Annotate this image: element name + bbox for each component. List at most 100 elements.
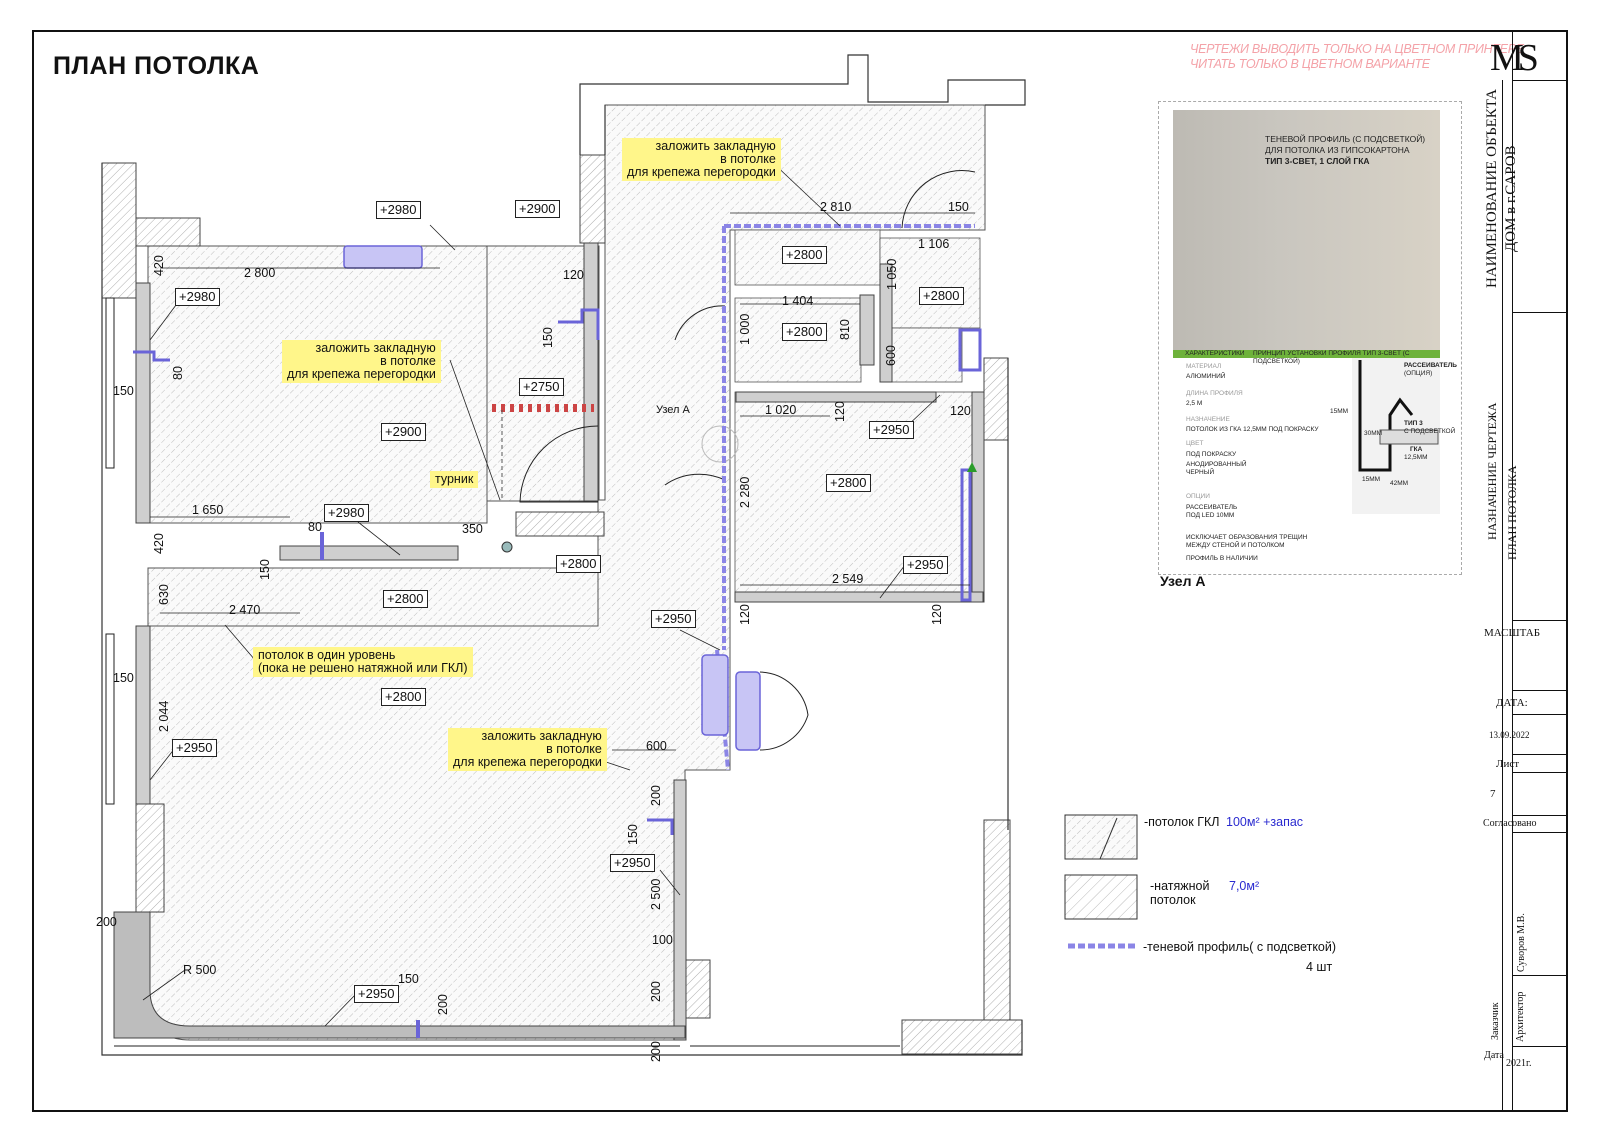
- legend-swatches: [1064, 814, 1138, 949]
- level-mark: +2900: [515, 200, 560, 218]
- logo: MS: [1490, 37, 1539, 79]
- level-mark: +2800: [556, 555, 601, 573]
- spec-head: ПРИНЦИП УСТАНОВКИ ПРОФИЛЯ ТИП 3-СВЕТ (С …: [1253, 350, 1410, 365]
- legend-profile-label: -теневой профиль( с подсветкой): [1143, 940, 1337, 954]
- node-a-caption: Узел А: [1160, 573, 1206, 589]
- leader-lines: [142, 159, 975, 1027]
- diagram-label: ТИП 3: [1404, 420, 1423, 427]
- legend-gkl-label: -потолок ГКЛ: [1144, 815, 1220, 829]
- tb-divider: [1512, 975, 1568, 976]
- dimension: 1 650: [192, 503, 224, 517]
- dimension: 2 810: [820, 200, 852, 214]
- level-mark: +2900: [381, 423, 426, 441]
- note-embed-1-line: в потолке: [720, 152, 776, 166]
- diagram-measure: 15ММ: [1330, 408, 1349, 415]
- dimension: 120: [563, 268, 584, 282]
- tb-divider: [1512, 620, 1568, 621]
- level-mark: +2800: [826, 474, 871, 492]
- spec-label: НАЗНАЧЕНИЕ: [1186, 416, 1230, 423]
- architect-name: Суворов М.В.: [1516, 913, 1527, 972]
- note-embed-3-line: заложить закладную: [481, 729, 602, 743]
- level-mark: +2950: [869, 421, 914, 439]
- spec-value: ПОД LED 10ММ: [1186, 512, 1235, 519]
- approved-label: Согласовано: [1483, 818, 1537, 829]
- dimension: 100: [652, 933, 673, 947]
- legend-gkl-area: 100м² +запас: [1226, 815, 1304, 829]
- diagram-measure: 15ММ: [1362, 476, 1381, 483]
- note-ceiling-line: потолок в один уровень: [258, 648, 396, 662]
- spec-value: РАССЕИВАТЕЛЬ: [1186, 504, 1238, 511]
- dimension: 420: [152, 255, 166, 276]
- object-label: НАИМЕНОВАНИЕ ОБЪЕКТА: [1484, 88, 1500, 288]
- node-a-label: Узел А: [656, 404, 690, 416]
- legend-stretch-area: 7,0м²: [1229, 879, 1260, 893]
- spec-value: 2,5 М: [1186, 400, 1203, 407]
- ceiling-areas: [147, 104, 986, 1041]
- marker-triangle-icon: [967, 462, 977, 472]
- dimension: 350: [462, 522, 483, 536]
- dimension: 120: [950, 404, 971, 418]
- tb-divider: [1512, 815, 1568, 816]
- outer-outline: [101, 54, 1026, 1056]
- spec-header-bar: ХАРАКТЕРИСТИКИ ПРИНЦИП УСТАНОВКИ ПРОФИЛЯ…: [1173, 350, 1440, 365]
- page-title: ПЛАН ПОТОЛКА: [53, 52, 260, 80]
- dimension: 150: [113, 384, 134, 398]
- dimension: 200: [649, 981, 663, 1002]
- dimension: 200: [436, 994, 450, 1015]
- level-mark: +2800: [782, 323, 827, 341]
- print-warning: ЧЕРТЕЖИ ВЫВОДИТЬ ТОЛЬКО НА ЦВЕТНОМ ПРИНТ…: [1190, 42, 1524, 72]
- dimension: 630: [157, 584, 171, 605]
- spec-value: АЛЮМИНИЙ: [1186, 373, 1226, 380]
- level-mark: +2800: [381, 688, 426, 706]
- dimension: 200: [96, 915, 117, 929]
- sheet-value: 7: [1490, 788, 1496, 800]
- drain-icon: [501, 541, 513, 553]
- date-value: 13.09.2022: [1489, 730, 1530, 740]
- customer-label: Заказчик: [1490, 1002, 1501, 1040]
- diagram-label: РАССЕИВАТЕЛЬ: [1404, 362, 1457, 369]
- dimension: 810: [838, 319, 852, 340]
- level-mark: +2950: [651, 610, 696, 628]
- dimension: 2 280: [738, 476, 752, 508]
- legend-profile-count: 4 шт: [1306, 960, 1333, 974]
- photo-caption-line: ДЛЯ ПОТОЛКА ИЗ ГИПСОКАРТОНА: [1265, 145, 1410, 155]
- level-mark: +2750: [519, 378, 564, 396]
- spec-value: ПОТОЛОК ИЗ ГКА 12,5ММ ПОД ПОКРАСКУ: [1186, 426, 1319, 433]
- note-embed-3-line: в потолке: [546, 742, 602, 756]
- tb-divider: [1512, 714, 1568, 715]
- level-mark: +2800: [919, 287, 964, 305]
- spec-label: ЦВЕТ: [1186, 440, 1204, 447]
- level-mark: +2950: [172, 739, 217, 757]
- diagram-label: С ПОДСВЕТКОЙ: [1404, 428, 1456, 435]
- dimension: 2 549: [832, 572, 864, 586]
- sheet-label: Лист: [1496, 758, 1520, 770]
- walls: [101, 154, 1023, 1055]
- tb-divider: [1512, 754, 1568, 755]
- spec-value: ПОД ПОКРАСКУ: [1186, 451, 1237, 458]
- tb-divider: [1512, 772, 1568, 773]
- spec-value: МЕЖДУ СТЕНОЙ И ПОТОЛКОМ: [1186, 542, 1285, 549]
- radius-dimension: R 500: [183, 963, 217, 977]
- spec-label: МАТЕРИАЛ: [1186, 363, 1222, 370]
- level-mark: +2950: [610, 854, 655, 872]
- architect-label: Архитектор: [1515, 991, 1526, 1042]
- diagram-label: ГКА: [1410, 446, 1423, 453]
- dimension: 200: [649, 1041, 663, 1062]
- note-embed-3: заложить закладную в потолке для крепежа…: [448, 728, 607, 771]
- note-turnik: турник: [430, 471, 479, 488]
- scale-label: МАСШТАБ: [1484, 627, 1541, 639]
- diagram-label: (ОПЦИЯ): [1404, 370, 1433, 377]
- dimension: 1 020: [765, 403, 797, 417]
- photo-caption-line: ТИП 3-СВЕТ, 1 СЛОЙ ГКА: [1265, 156, 1370, 166]
- tb-divider: [1512, 1046, 1568, 1047]
- dimension: 150: [258, 559, 272, 580]
- dimension: 150: [541, 327, 555, 348]
- dimension: 80: [308, 520, 322, 534]
- object-value: ДОМ в г.САРОВ: [1503, 145, 1519, 252]
- dimension: 420: [152, 533, 166, 554]
- dimension: 1 404: [782, 294, 814, 308]
- note-embed-2-line: для крепежа перегородки: [287, 367, 436, 381]
- note-embed-2-line: заложить закладную: [315, 341, 436, 355]
- dimension: 120: [833, 401, 847, 422]
- photo-caption: ТЕНЕВОЙ ПРОФИЛЬ (С ПОДСВЕТКОЙ) ДЛЯ ПОТОЛ…: [1265, 134, 1435, 167]
